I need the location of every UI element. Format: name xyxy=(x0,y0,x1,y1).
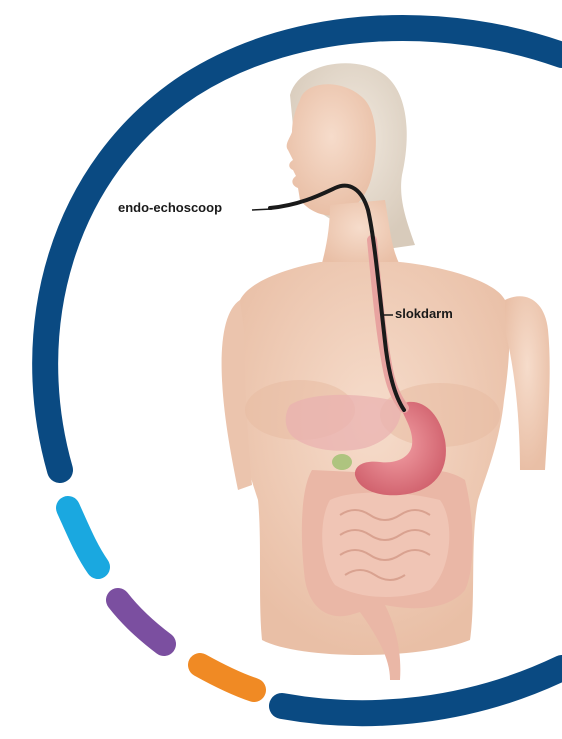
ring-dash-orange xyxy=(200,665,254,690)
esophagus-label: slokdarm xyxy=(395,306,453,321)
ring-arc-bottom xyxy=(282,668,562,713)
ring-dash-purple xyxy=(118,600,164,644)
ring-dash-cyan xyxy=(68,508,98,567)
gallbladder xyxy=(332,454,352,470)
small-intestine xyxy=(322,493,449,597)
endoscope-leader-line xyxy=(252,209,272,210)
arm-right xyxy=(505,296,550,470)
endoscope-label: endo-echoscoop xyxy=(118,200,222,215)
